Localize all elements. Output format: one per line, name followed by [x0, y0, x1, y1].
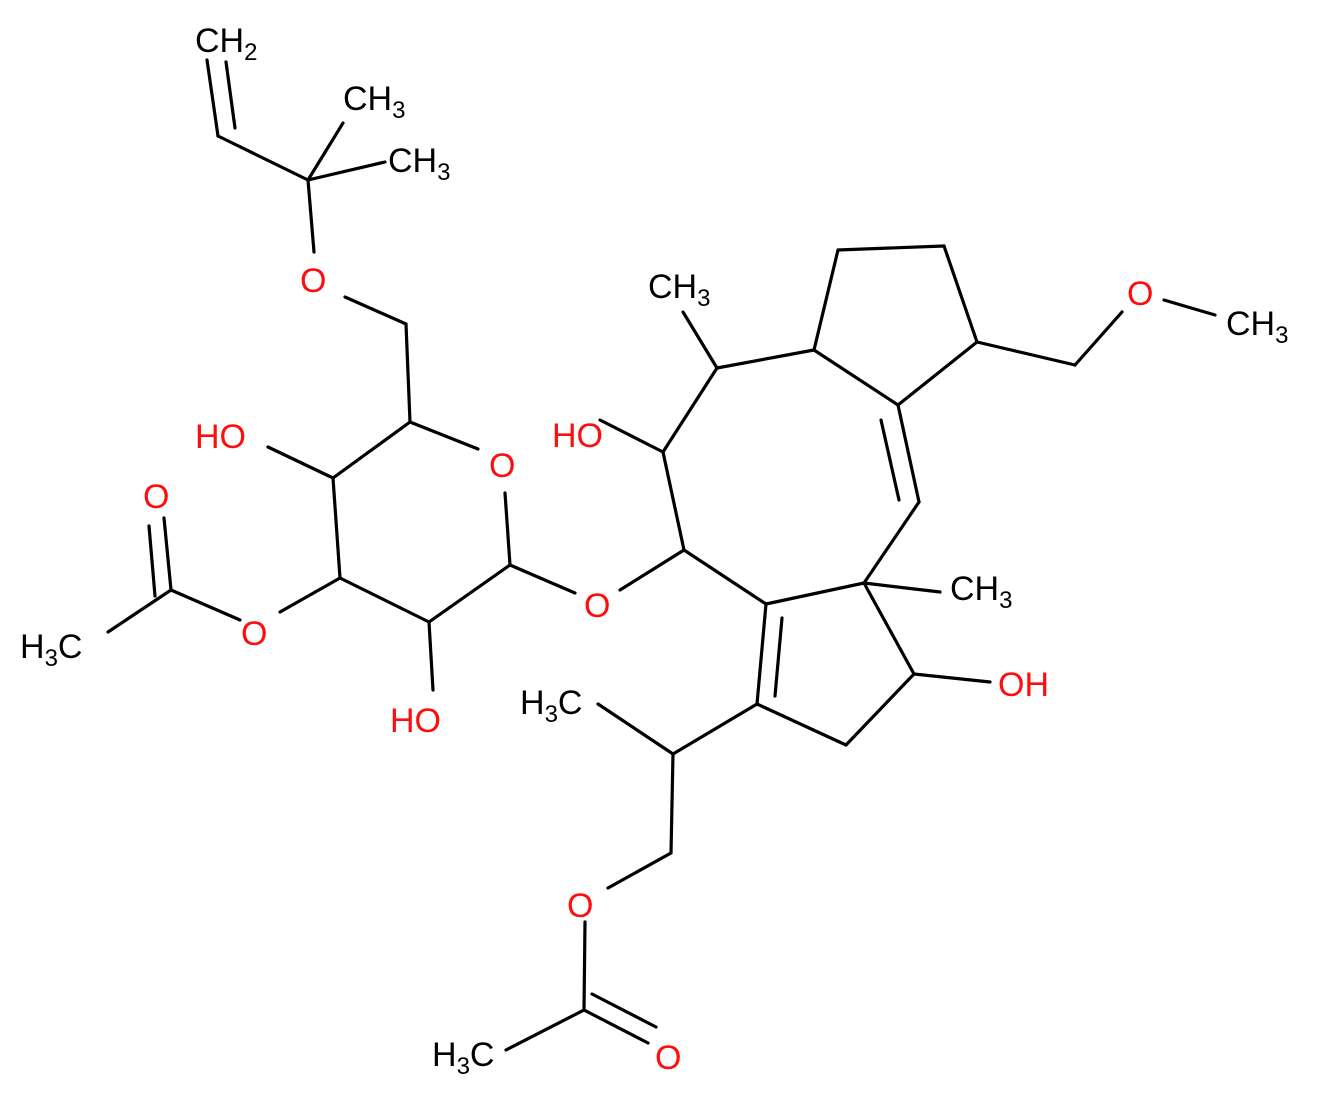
atom-labels: CH2 CH3 CH3 O HO O O O H3C HO O HO CH3 O…	[20, 22, 1288, 1080]
label-methoxy-oxygen: O	[1127, 275, 1153, 313]
bond-c4-c5	[331, 420, 412, 480]
bond-p3-ch2	[975, 340, 1077, 367]
bond-carbonyl-double-b	[147, 524, 157, 598]
bond-b2-b3	[844, 672, 916, 747]
label-ring-methyl-top: CH3	[648, 268, 710, 312]
bond-c4-oh	[266, 445, 335, 480]
bond-a7-me	[862, 581, 942, 594]
bond-carbonylC-me	[106, 588, 173, 634]
label-acetate-methyl-1: H3C	[20, 628, 82, 672]
bond-a7-a8	[764, 581, 866, 606]
label-ether-oxygen: O	[300, 262, 326, 300]
bond-a2-oh	[598, 418, 665, 454]
label-side-chain-methyl: H3C	[520, 684, 582, 728]
bond-p1-p2	[836, 244, 946, 252]
bond-a5-a6-double-b	[879, 418, 901, 502]
bond-ch2-esterO	[606, 851, 673, 890]
bond-methoxyO-me	[1162, 298, 1217, 317]
bond-a1-a2	[661, 450, 686, 552]
bond-c3-esterO	[278, 576, 342, 614]
bond-a8-b1-double-a	[755, 602, 768, 706]
label-ring-oxygen: O	[489, 447, 515, 485]
bond-glyO-c1prime	[618, 548, 686, 592]
label-ester-oxygen-2: O	[567, 887, 593, 925]
bond-a6-a7	[862, 500, 921, 585]
label-ring-methyl-fusion: CH3	[950, 570, 1012, 614]
bond-a4-a5	[812, 348, 900, 407]
label-sugar-c2-hydroxyl: HO	[390, 702, 441, 740]
bond-a2-a3	[661, 366, 719, 454]
label-vinyl-ch2: CH2	[195, 22, 257, 66]
bond-b1-ch	[671, 702, 759, 756]
label-carbonyl-oxygen-1: O	[143, 478, 169, 516]
label-ester-oxygen-1: O	[241, 615, 267, 653]
bond-c3-c4	[331, 476, 342, 580]
bond-ringO-c1	[503, 491, 512, 567]
label-acetate-methyl-2: H3C	[432, 1036, 494, 1080]
bond-carbonyl2-double-b	[590, 992, 658, 1029]
bond-vinyl-double-b	[224, 60, 237, 130]
bond-c5-ringO	[408, 420, 480, 451]
label-aglycone-hydroxyl-top: HO	[552, 417, 603, 455]
label-glycosidic-oxygen: O	[584, 587, 610, 625]
label-carbonyl-oxygen-2: O	[655, 1039, 681, 1077]
bond-quat-o	[306, 178, 316, 254]
bond-ch-me	[596, 702, 675, 756]
bond-carbonylC2-me	[504, 1008, 586, 1052]
bond-carbonyl2-double-a	[582, 1008, 650, 1045]
label-sugar-c4-hydroxyl: HO	[195, 418, 246, 456]
label-gem-me-1: CH3	[343, 80, 405, 124]
bond-vinyl-double-a	[205, 58, 220, 138]
bond-quat-me1	[306, 121, 345, 182]
bond-quat-me2	[306, 160, 387, 182]
bond-b1-b2	[755, 702, 848, 747]
label-aglycone-hydroxyl-right: OH	[998, 666, 1049, 704]
bond-o-ch2	[343, 295, 408, 326]
bond-a8-b1-double-b	[773, 616, 784, 698]
bond-c1-glyO	[508, 563, 577, 595]
bond-esterO-carbonylC2	[582, 920, 587, 1012]
bond-b3-oh	[912, 672, 992, 684]
bond-c2-oh	[427, 620, 435, 692]
bond-ch-ch2	[669, 752, 675, 855]
bond-ch2-methoxyO	[1073, 310, 1124, 367]
bond-a8-a1	[682, 548, 768, 606]
bond-p2-p3	[942, 244, 979, 344]
bond-a3-a4	[715, 348, 816, 370]
bond-a4-p1	[812, 248, 840, 352]
bond-p3-a5	[896, 340, 979, 407]
bond-c2-c3	[338, 576, 431, 624]
bond-c1-c2	[427, 563, 512, 624]
bond-ch2-c6	[404, 322, 412, 424]
label-methoxy-methyl: CH3	[1226, 305, 1288, 349]
label-gem-me-2: CH3	[388, 142, 450, 186]
bonds	[106, 58, 1217, 1052]
bond-vinyl-quat	[216, 134, 310, 182]
bond-a5-a6-double-a	[896, 403, 921, 504]
bond-carbonyl-double-a	[162, 516, 173, 592]
bond-esterO-carbonylC	[169, 588, 242, 622]
bond-a3-me	[681, 310, 719, 370]
bond-b3-a7	[862, 581, 916, 676]
